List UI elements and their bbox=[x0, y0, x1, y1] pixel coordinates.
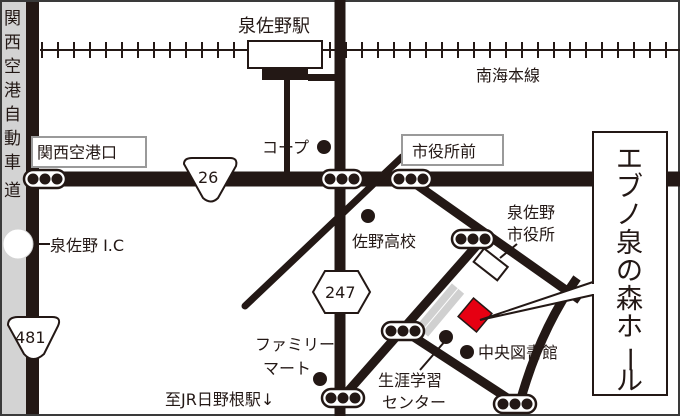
learning-center-label-1: 生涯学習 bbox=[378, 371, 442, 390]
venue-callout-pointer bbox=[479, 281, 594, 321]
svg-text:ー: ー bbox=[613, 346, 644, 373]
library-dot bbox=[460, 345, 474, 359]
venue-callout-box bbox=[592, 131, 668, 396]
learning-center-dot bbox=[439, 330, 453, 344]
traffic-signal-icon bbox=[492, 393, 538, 415]
svg-text:関: 関 bbox=[4, 9, 21, 29]
coop-label: コープ bbox=[262, 138, 309, 157]
svg-text:森: 森 bbox=[616, 284, 643, 315]
traffic-signal-icon bbox=[450, 228, 496, 250]
expressway-label: 関 西 空 港 自 動 車 道 bbox=[4, 9, 21, 201]
route-481-shield: 481 bbox=[6, 316, 61, 360]
sano-high-label: 佐野高校 bbox=[352, 232, 416, 251]
coop-dot bbox=[317, 140, 331, 154]
svg-text:26: 26 bbox=[198, 168, 218, 187]
familymart-label-1: ファミリー bbox=[255, 335, 335, 354]
to-jr-label: 至JR日野根駅↓ bbox=[165, 390, 274, 409]
station-access-road bbox=[308, 74, 340, 81]
railway bbox=[40, 42, 680, 58]
svg-text:車: 車 bbox=[4, 153, 21, 173]
route-26-shield: 26 bbox=[182, 157, 238, 203]
ic-marker bbox=[2, 228, 34, 260]
city-hall-building bbox=[472, 247, 510, 282]
svg-text:道: 道 bbox=[4, 181, 21, 201]
traffic-signal-icon bbox=[320, 387, 366, 409]
railway-label: 南海本線 bbox=[476, 66, 540, 85]
venue-label: エ ブ ノ 泉 の 森 ホ ー ル bbox=[613, 144, 644, 397]
station-building bbox=[247, 40, 323, 69]
svg-text:247: 247 bbox=[325, 283, 356, 302]
svg-text:ノ: ノ bbox=[616, 200, 643, 231]
svg-text:港: 港 bbox=[4, 81, 21, 101]
svg-text:エ: エ bbox=[616, 144, 643, 175]
svg-text:動: 動 bbox=[4, 129, 21, 149]
svg-text:481: 481 bbox=[15, 328, 46, 347]
svg-text:西: 西 bbox=[4, 33, 21, 53]
city-hall-label-2: 市役所 bbox=[507, 225, 555, 244]
svg-text:ブ: ブ bbox=[616, 172, 643, 203]
svg-text:ホ: ホ bbox=[616, 312, 643, 343]
svg-text:ル: ル bbox=[616, 366, 643, 397]
city-hall-front-box bbox=[401, 134, 504, 166]
svg-text:の: の bbox=[616, 256, 643, 287]
route-247-shield: 247 bbox=[311, 270, 372, 314]
familymart-dot bbox=[313, 372, 327, 386]
familymart-label-2: マート bbox=[263, 359, 311, 378]
station-platform bbox=[262, 68, 308, 80]
svg-text:自: 自 bbox=[4, 105, 21, 125]
traffic-signal-icon bbox=[22, 168, 68, 190]
library-label: 中央図書館 bbox=[478, 343, 558, 362]
svg-text:泉: 泉 bbox=[616, 228, 643, 259]
parking-area bbox=[415, 283, 465, 337]
frontage-road bbox=[26, 2, 39, 414]
city-hall-label-1: 泉佐野 bbox=[507, 203, 555, 222]
traffic-signal-icon bbox=[388, 168, 434, 190]
traffic-signal-icon bbox=[319, 168, 365, 190]
learning-center-label-2: センター bbox=[382, 393, 446, 412]
svg-text:空: 空 bbox=[4, 57, 21, 77]
station-label: 泉佐野駅 bbox=[238, 16, 310, 37]
city-hall-front-label: 市役所前 bbox=[412, 142, 476, 161]
kanku-entrance-label: 関西空港口 bbox=[37, 143, 117, 162]
traffic-signal-icon bbox=[380, 320, 426, 342]
venue-marker bbox=[457, 297, 493, 333]
traffic-signals bbox=[22, 168, 538, 415]
ic-label: 泉佐野 I.C bbox=[50, 236, 124, 255]
sano-high-dot bbox=[361, 209, 375, 223]
kanku-entrance-box bbox=[31, 136, 147, 168]
